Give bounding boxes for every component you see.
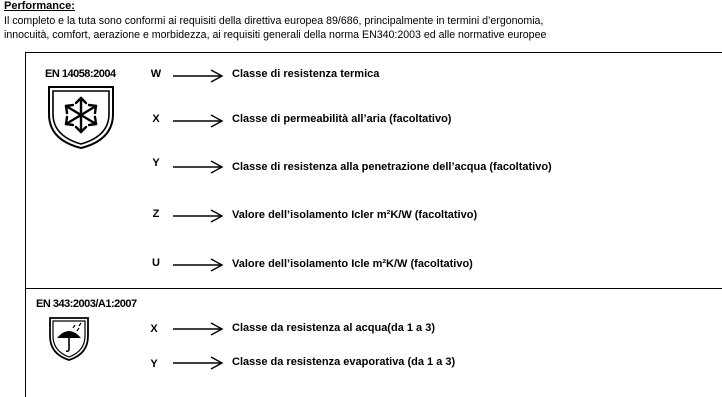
row-letter: X (150, 323, 158, 335)
standards-table (25, 52, 722, 397)
intro-paragraph: Il completo e la tuta sono conformi ai r… (4, 14, 546, 42)
row-description: Valore dell’isolamento Icler m²K/W (faco… (232, 209, 478, 221)
standard-en343-label: EN 343:2003/A1:2007 (36, 298, 137, 310)
row-description: Classe da resistenza al acqua(da 1 a 3) (232, 322, 435, 334)
row-letter: W (150, 68, 162, 80)
arrow-icon (173, 160, 224, 174)
snowflake-shield-icon (48, 86, 114, 150)
umbrella-rain-shield-icon (49, 317, 89, 361)
section-divider (25, 288, 722, 289)
row-letter: Y (150, 358, 158, 370)
page-heading: Performance: (4, 0, 75, 12)
arrow-icon (173, 209, 224, 223)
intro-line-1: Il completo e la tuta sono conformi ai r… (4, 15, 544, 27)
row-letter: U (152, 257, 160, 269)
row-letter: Z (152, 208, 160, 220)
row-description: Classe di resistenza alla penetrazione d… (232, 161, 552, 173)
row-description: Classe da resistenza evaporativa (da 1 a… (232, 356, 456, 368)
row-description: Valore dell’isolamento Icle m²K/W (facol… (232, 258, 473, 270)
intro-line-2: innocuità, comfort, aerazione e morbidez… (4, 29, 547, 41)
row-letter: Y (152, 157, 160, 169)
row-description: Classe di resistenza termica (232, 68, 380, 80)
arrow-icon (173, 258, 224, 272)
arrow-icon (173, 356, 224, 370)
arrow-icon (173, 114, 224, 128)
row-description: Classe di permeabilità all’aria (facolta… (232, 113, 452, 125)
arrow-icon (173, 322, 224, 336)
row-letter: X (152, 113, 160, 125)
standard-en14058-label: EN 14058:2004 (45, 68, 116, 80)
arrow-icon (173, 69, 224, 83)
